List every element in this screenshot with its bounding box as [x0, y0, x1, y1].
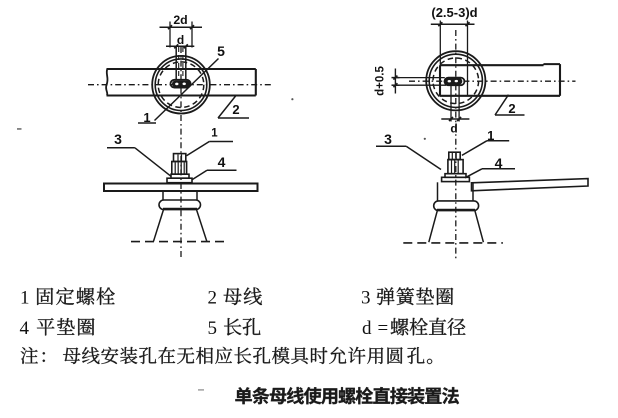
svg-text:2: 2: [208, 288, 218, 309]
svg-text:2: 2: [508, 101, 515, 116]
svg-text:d: d: [362, 318, 372, 339]
svg-text:4: 4: [20, 318, 30, 339]
svg-text:1: 1: [487, 128, 494, 143]
svg-text:d: d: [177, 33, 184, 47]
svg-text:d: d: [450, 122, 457, 136]
svg-text:(2.5-3)d: (2.5-3)d: [431, 5, 477, 20]
svg-text:4: 4: [218, 154, 226, 170]
svg-text:=: =: [378, 318, 389, 339]
svg-text:4: 4: [495, 155, 503, 171]
svg-text:1: 1: [20, 288, 30, 309]
svg-text:2: 2: [232, 102, 239, 117]
svg-text:3: 3: [384, 131, 392, 147]
svg-text:1: 1: [143, 110, 150, 125]
svg-text:d+0.5: d+0.5: [375, 66, 387, 96]
svg-text:3: 3: [114, 131, 122, 147]
svg-text:1: 1: [211, 128, 218, 140]
svg-text:5: 5: [217, 43, 225, 59]
svg-text:2d: 2d: [173, 13, 187, 27]
svg-text:3: 3: [361, 288, 371, 309]
svg-text:5: 5: [208, 318, 218, 339]
